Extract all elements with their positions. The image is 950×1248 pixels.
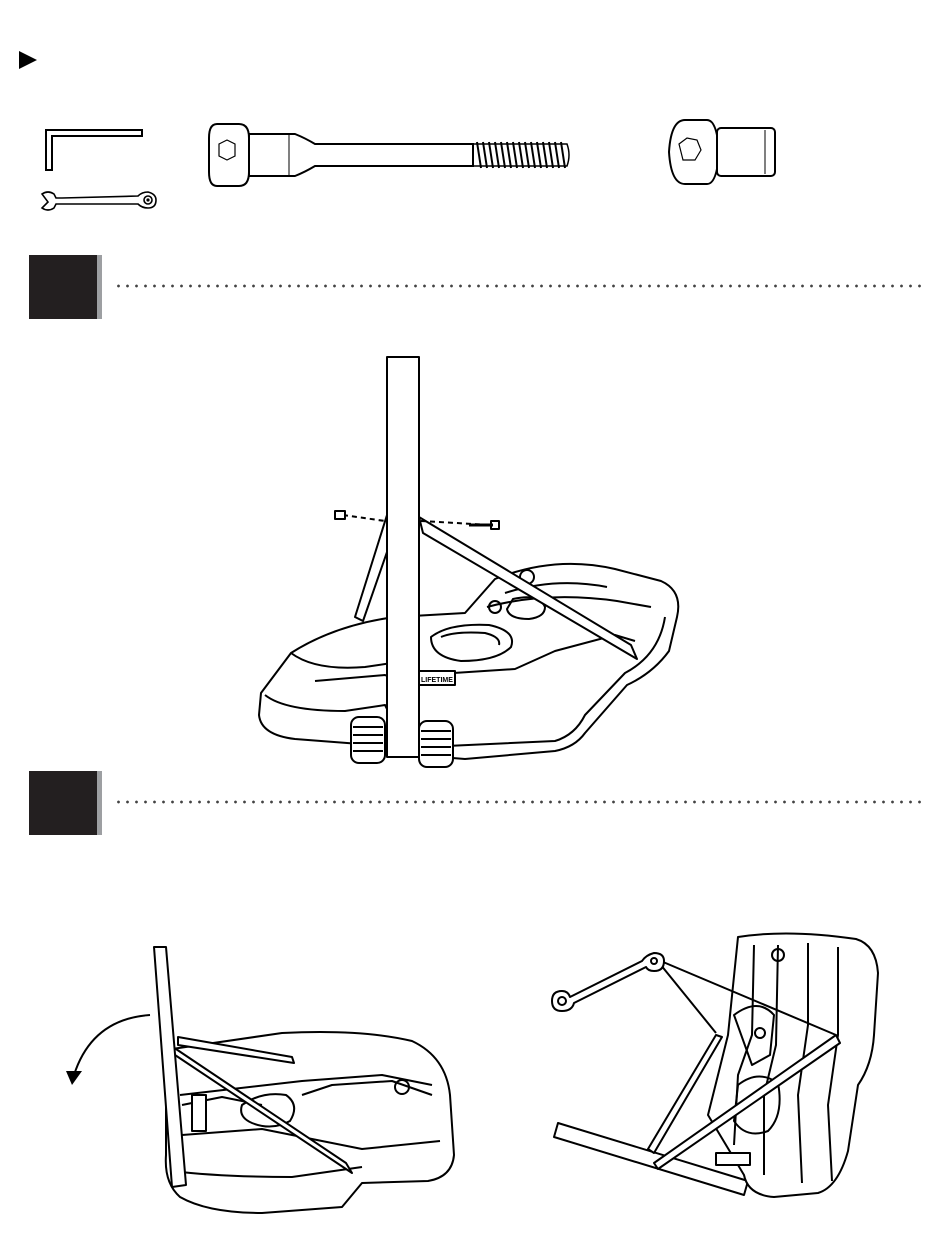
step-2-divider	[114, 800, 926, 804]
step-2-tighten-illustration	[538, 925, 888, 1215]
step-2-number-fill	[29, 771, 97, 835]
step-2-tilt-illustration	[62, 945, 462, 1215]
play-triangle-icon	[19, 51, 39, 71]
barrel-nut-icon	[665, 114, 785, 190]
step-1-divider	[114, 284, 926, 288]
step-2-number-block	[29, 771, 101, 835]
step-1-number-fill	[29, 255, 97, 319]
wrench-icon	[552, 953, 664, 1011]
step-1-number-block	[29, 255, 101, 319]
step-1-number-shadow	[97, 255, 102, 319]
wrench-icon	[38, 186, 160, 216]
rotate-arrow-icon	[74, 1015, 150, 1075]
step-1-illustration: LIFETIME	[255, 355, 685, 775]
step-2-number-shadow	[97, 771, 102, 835]
long-bolt-icon	[205, 118, 577, 192]
step-1-brand-plate: LIFETIME	[421, 677, 453, 684]
hex-key-icon	[40, 126, 150, 176]
